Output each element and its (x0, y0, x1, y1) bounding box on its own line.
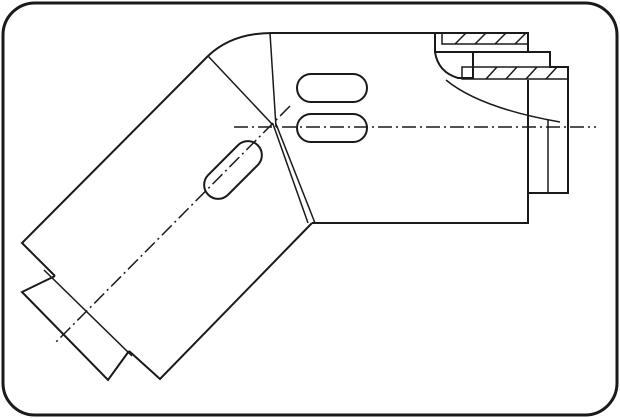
hatch-line (505, 66, 518, 80)
lower-coupling-inner-line (43, 269, 133, 357)
coupling-upper-outline (434, 33, 528, 79)
hatch-line (545, 66, 558, 80)
seam-line-a (272, 123, 309, 224)
lower-left-coupling (20, 269, 133, 382)
slot-lower (296, 113, 368, 143)
coupling-shoulder-curve (445, 79, 561, 123)
angled-body-outline (20, 55, 313, 381)
seam-line-b (275, 123, 316, 224)
slot-upper (296, 73, 368, 103)
hatch-line (525, 66, 538, 80)
hatch-line (514, 32, 527, 45)
centerlines (55, 105, 596, 343)
hatch-line (494, 32, 507, 45)
hatch-line (454, 32, 467, 45)
lower-coupling-outline (20, 275, 130, 382)
centerline-angled (55, 105, 291, 343)
hatch-line (474, 32, 487, 45)
coupling-sleeve (528, 51, 569, 194)
hatch-line (485, 66, 498, 80)
angled-body (20, 55, 316, 381)
slot-angled (203, 140, 263, 200)
joint-line-upper (269, 32, 277, 128)
joint-line-diagonal (207, 55, 273, 125)
slots (203, 73, 368, 200)
right-coupling (434, 32, 569, 194)
